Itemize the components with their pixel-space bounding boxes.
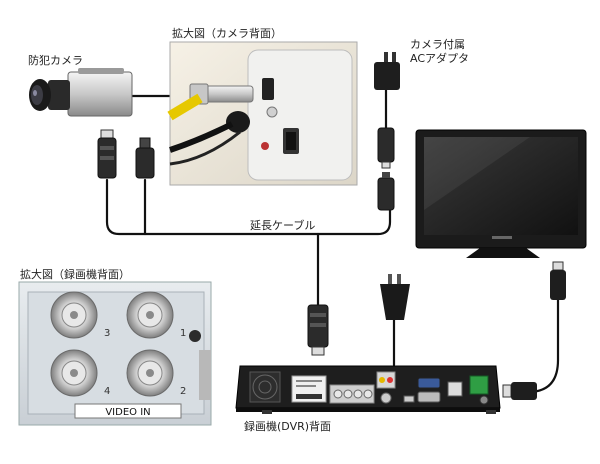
ac-adapter [374,52,400,211]
cables [105,86,560,394]
dvr-power-plug [380,274,410,320]
dvr-back-zoom-photo [18,281,212,426]
bnc-connector-left [97,129,117,179]
bnc-port-4 [50,349,98,397]
adapter-label-line1: カメラ付属 [410,38,465,51]
bnc-port-label-2: 2 [180,386,186,397]
dvr-back-label: 録画機(DVR)背面 [244,420,332,433]
bnc-port-1 [126,291,174,339]
camera-back-zoom-photo [167,41,358,186]
bnc-port-label-4: 4 [104,386,110,397]
television [415,129,587,258]
video-in-label: VIDEO IN [105,407,150,418]
bnc-port-label-1: 1 [180,328,186,339]
hdmi-plug-tv [550,261,566,300]
bnc-port-label-3: 3 [104,328,110,339]
extension-cable-label: 延長ケーブル [250,219,316,232]
bnc-port-2 [126,349,174,397]
extension-cable-line [105,178,392,236]
power-connector-left [135,137,155,179]
security-camera [29,68,133,117]
camera-back-zoom-label: 拡大図（カメラ背面） [172,27,282,40]
camera-label: 防犯カメラ [28,54,83,67]
bnc-port-3 [50,291,98,339]
hdmi-plug-dvr [502,382,537,400]
dvr-unit [235,365,501,414]
dvr-back-zoom-label: 拡大図（録画機背面） [20,268,130,281]
hdmi-cable [511,298,560,394]
bnc-connector-dvr [307,304,329,356]
adapter-label-line2: ACアダプタ [410,52,470,65]
